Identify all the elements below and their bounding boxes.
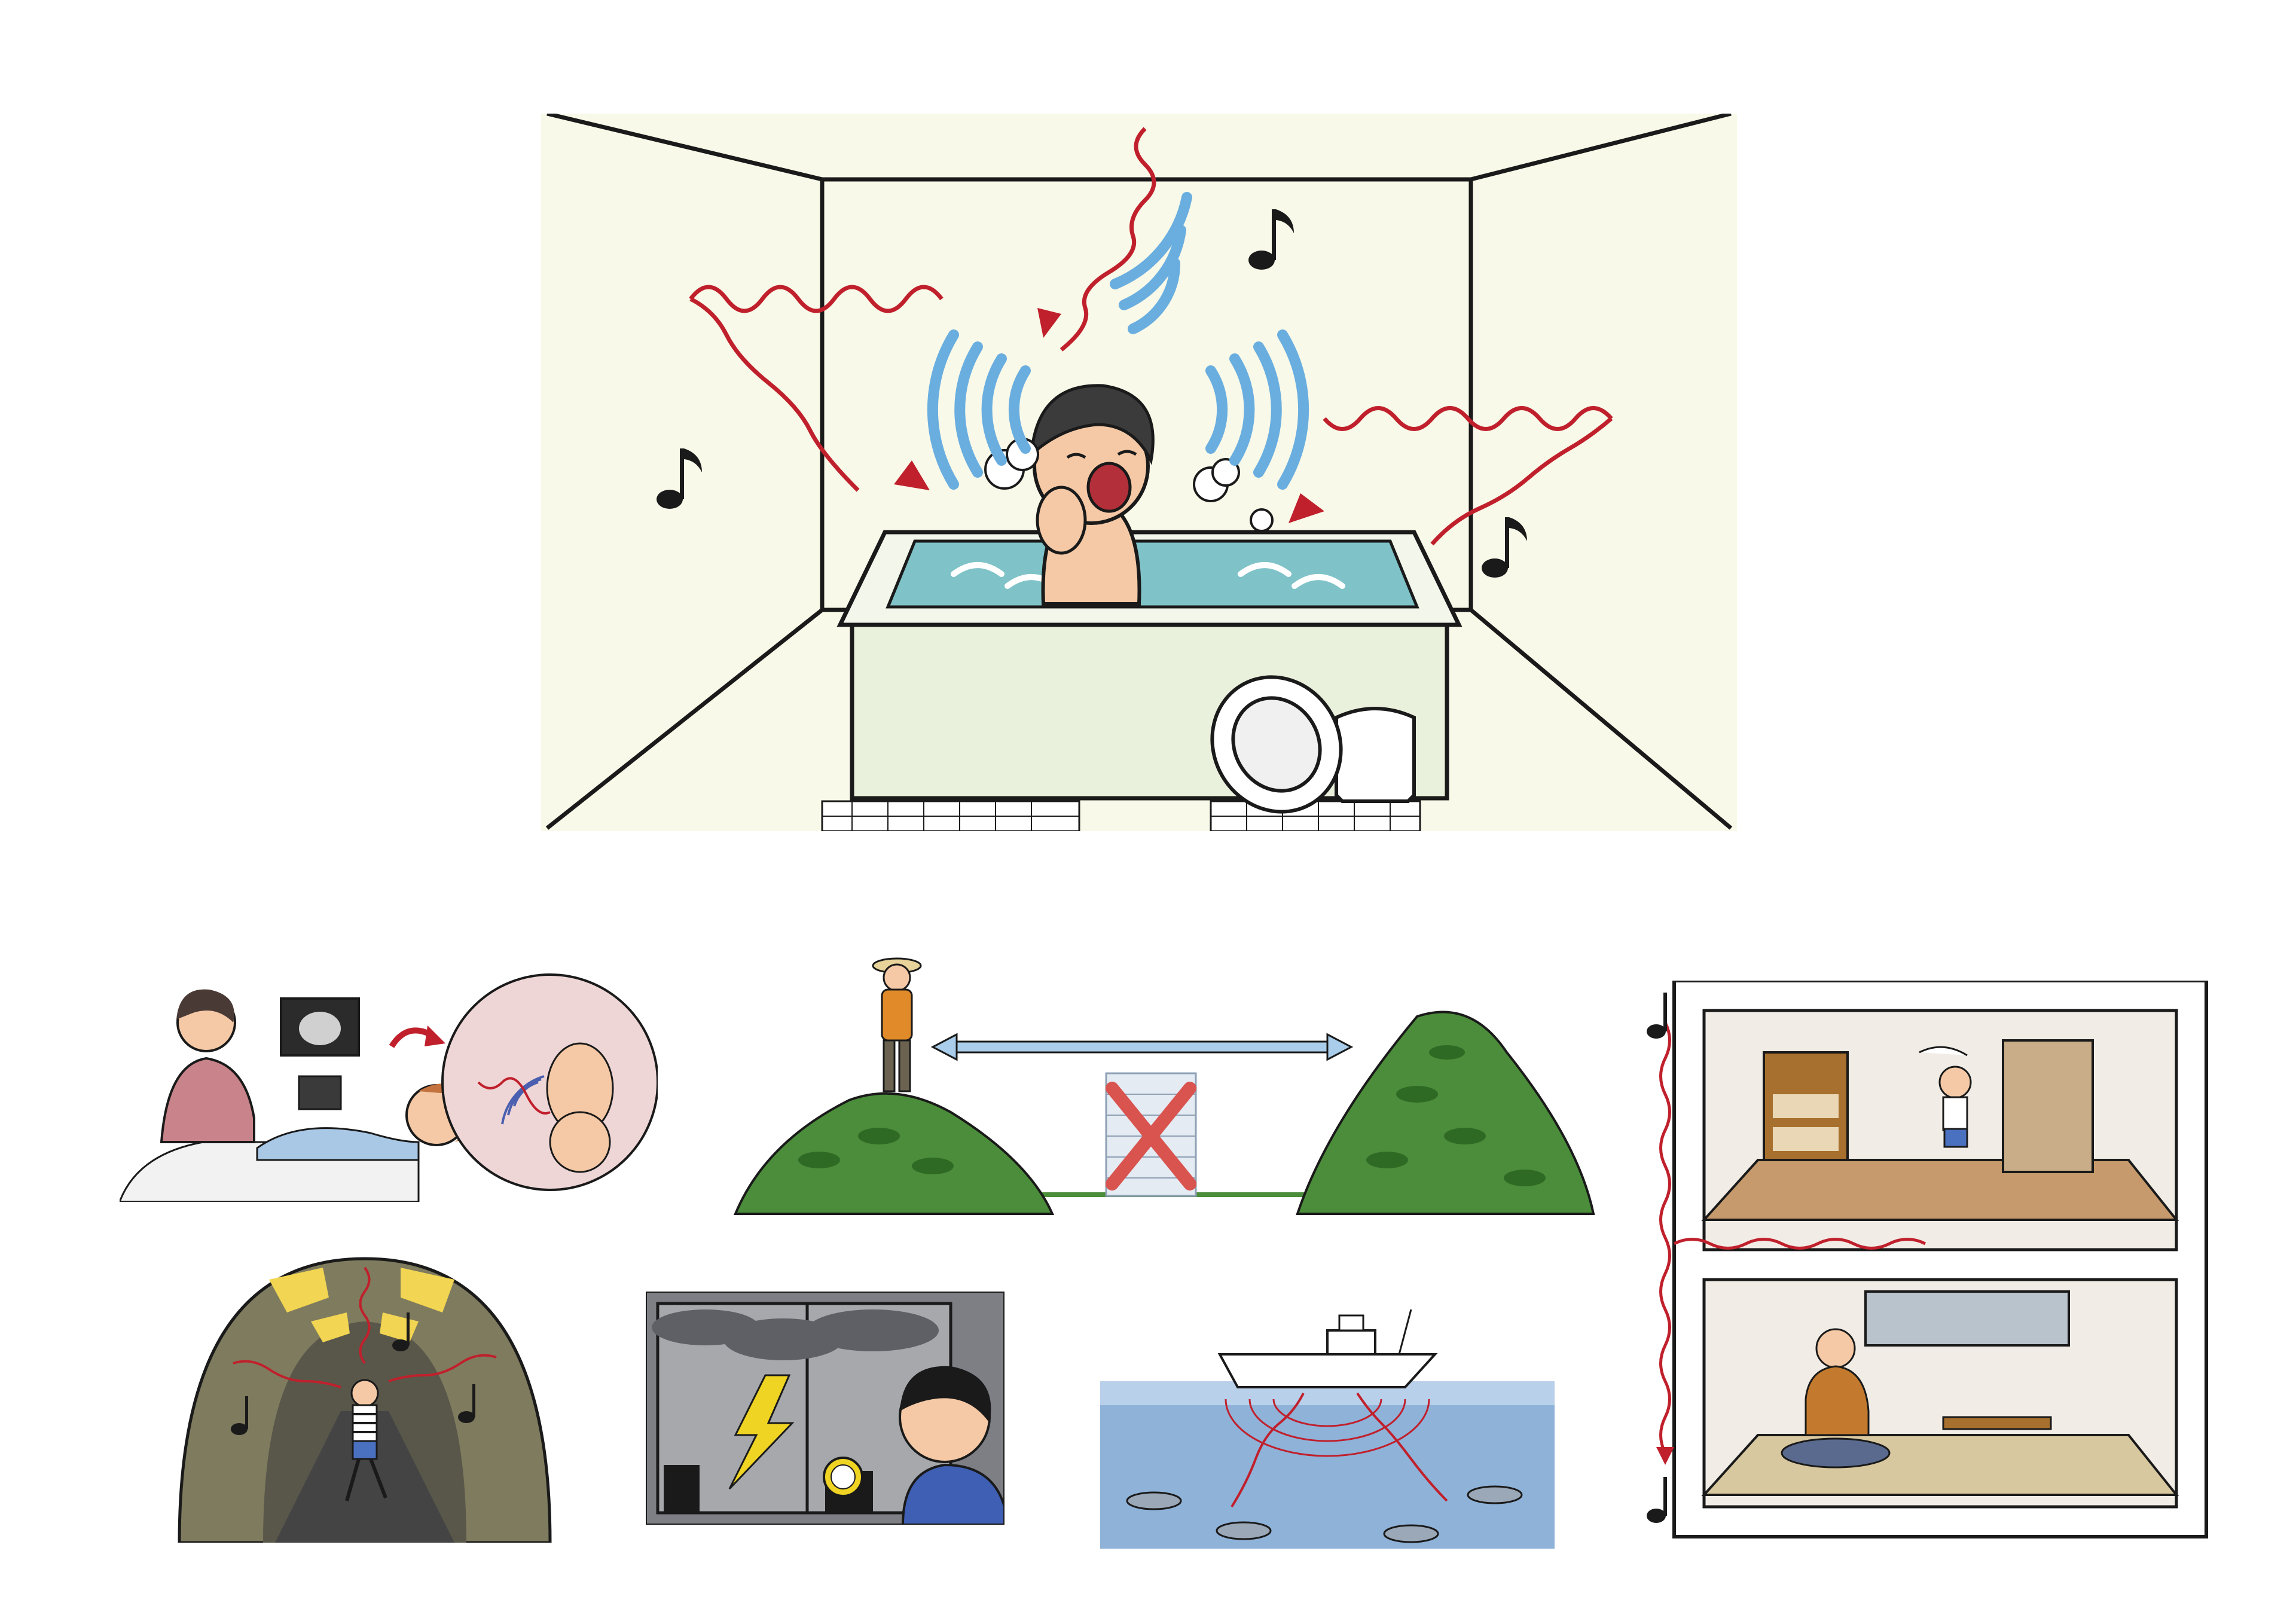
child-in-tunnel — [345, 1379, 387, 1501]
reflected-sound-paths — [689, 127, 1613, 546]
fish — [1126, 1485, 1523, 1543]
singing-man — [1029, 384, 1155, 606]
lightning-icon — [728, 1374, 795, 1490]
music-note-icon — [657, 209, 1527, 578]
fishing-boat — [1217, 1309, 1438, 1388]
door — [2002, 1039, 2094, 1173]
running-child — [1919, 1046, 1972, 1148]
ultrasound-scan-scene — [120, 963, 658, 1202]
cross-mark-icon — [1106, 1082, 1196, 1190]
sonar-fish-finder-scene — [1100, 1298, 1555, 1549]
sea — [1100, 1381, 1555, 1549]
reflected-sound-paths — [233, 1266, 497, 1388]
echo-waves — [927, 192, 1309, 490]
sound-arrowheads — [894, 308, 1324, 523]
bathroom-echo-scene — [541, 114, 1737, 831]
hiker — [872, 957, 922, 1092]
elderly-man — [1781, 1328, 1891, 1469]
tunnel-lights — [269, 1268, 454, 1342]
low-table — [1942, 1416, 2052, 1430]
floor-impact-sound-scene — [1638, 981, 2212, 1543]
basin-and-stool — [1210, 675, 1416, 814]
thunder-timing-scene — [646, 1292, 1004, 1525]
sonar-arcs — [1225, 1399, 1430, 1457]
double-arrow-icon — [930, 1033, 1354, 1061]
music-note-icon — [1647, 993, 1667, 1523]
structure-borne-sound-path — [1659, 1021, 1671, 1454]
tunnel-echo-scene — [173, 1256, 556, 1543]
music-note-icon — [231, 1312, 475, 1435]
left-hill — [733, 1092, 1055, 1215]
mountain-echo-scene — [729, 945, 1614, 1226]
window — [1864, 1290, 2070, 1347]
boy-with-stopwatch — [823, 1366, 1004, 1525]
